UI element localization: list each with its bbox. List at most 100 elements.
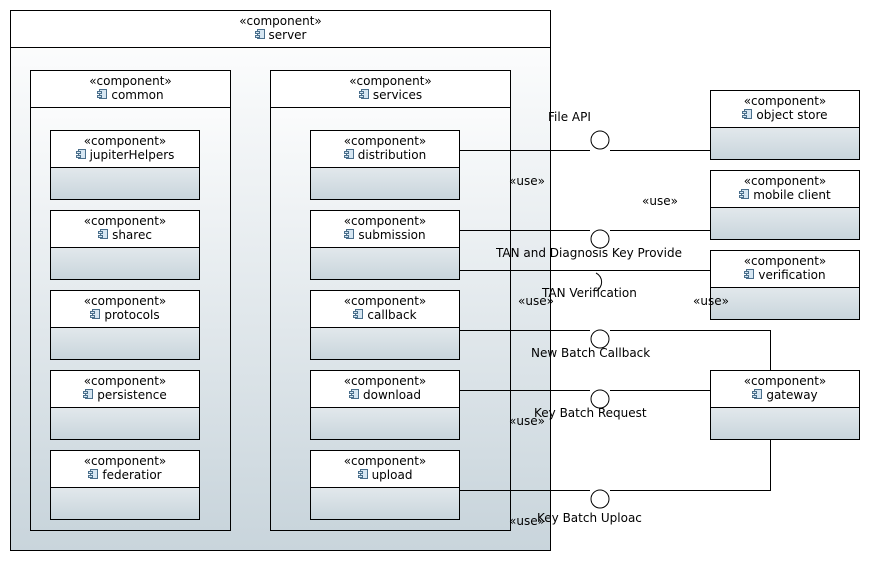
component-name: jupiterHelpers — [89, 148, 175, 162]
component-icon — [75, 149, 87, 160]
component-icon — [83, 389, 94, 400]
lollipop-new-batch-callback — [590, 329, 610, 349]
label-new-batch-callback: New Batch Callback — [531, 346, 651, 360]
component-header: «component» download — [311, 371, 459, 408]
component-name: persistence — [97, 388, 167, 402]
component-header: «component» object store — [711, 91, 859, 128]
component-protocols[interactable]: «component» protocols — [50, 290, 200, 360]
component-object-store[interactable]: «component» object store — [710, 90, 860, 160]
component-stereotype: «component» — [343, 294, 427, 308]
component-name: distribution — [357, 148, 427, 162]
component-header: «component» upload — [311, 451, 459, 488]
component-header: «component» protocols — [51, 291, 199, 328]
component-icon — [90, 309, 101, 320]
component-icon — [357, 469, 369, 480]
use-label: «use» — [509, 414, 545, 428]
component-stereotype: «component» — [343, 454, 427, 468]
component-icon — [343, 149, 355, 160]
component-name: federatior — [102, 468, 162, 482]
use-label: «use» — [642, 194, 678, 208]
component-icon — [98, 229, 109, 240]
component-icon — [752, 389, 763, 400]
component-verification[interactable]: «component» verification — [710, 250, 860, 320]
component-stereotype: «component» — [743, 174, 827, 188]
component-icon — [358, 89, 370, 100]
common-name: common — [111, 88, 164, 102]
lollipop-key-batch-request — [590, 389, 610, 409]
component-stereotype: «component» — [83, 214, 167, 228]
component-stereotype: «component» — [343, 374, 427, 388]
component-header: «component» federatior — [51, 451, 199, 488]
component-name: sharec — [112, 228, 152, 242]
component-name: download — [362, 388, 422, 402]
component-header: «component» mobile client — [711, 171, 859, 208]
lollipop-key-batch-upload — [590, 489, 610, 509]
component-name: callback — [367, 308, 417, 322]
component-distribution[interactable]: «component» distribution — [310, 130, 460, 200]
label-tan-verif: TAN Verification — [542, 286, 637, 300]
component-stereotype: «component» — [343, 214, 427, 228]
lollipop-tan-diag — [590, 229, 610, 249]
label-tan-diag: TAN and Diagnosis Key Provide — [496, 246, 682, 260]
component-icon — [742, 109, 753, 120]
label-key-batch-request: Key Batch Request — [534, 406, 647, 420]
component-stereotype: «component» — [743, 94, 827, 108]
connector-callback-use — [610, 330, 771, 370]
component-name: gateway — [766, 388, 818, 402]
common-header: «component» common — [31, 71, 230, 108]
component-jupiterhelpers[interactable]: «component» jupiterHelpers — [50, 130, 200, 200]
component-gateway[interactable]: «component» gateway — [710, 370, 860, 440]
component-icon — [348, 389, 360, 400]
use-label: «use» — [693, 294, 729, 308]
use-label: «use» — [518, 294, 554, 308]
services-header: «component» services — [271, 71, 510, 108]
component-name: upload — [371, 468, 413, 482]
connector-upload-use — [610, 440, 771, 491]
common-stereotype: «component» — [89, 74, 172, 88]
component-name: object store — [756, 108, 828, 122]
server-name: server — [268, 28, 307, 42]
component-icon — [744, 269, 755, 280]
component-icon — [88, 469, 99, 480]
component-icon — [97, 89, 108, 100]
component-stereotype: «component» — [83, 294, 167, 308]
component-header: «component» persistence — [51, 371, 199, 408]
component-header: «component» submission — [311, 211, 459, 248]
component-header: «component» callback — [311, 291, 459, 328]
component-mobile-client[interactable]: «component» mobile client — [710, 170, 860, 240]
component-stereotype: «component» — [83, 134, 167, 148]
lollipop-file-api — [590, 130, 610, 150]
component-callback[interactable]: «component» callback — [310, 290, 460, 360]
component-icon — [344, 229, 355, 240]
component-submission[interactable]: «component» submission — [310, 210, 460, 280]
component-icon — [353, 309, 364, 320]
socket-tan-verif — [595, 272, 603, 292]
component-download[interactable]: «component» download — [310, 370, 460, 440]
server-header: «component» server — [11, 11, 550, 48]
component-name: submission — [358, 228, 426, 242]
component-header: «component» distribution — [311, 131, 459, 168]
component-header: «component» gateway — [711, 371, 859, 408]
component-stereotype: «component» — [83, 374, 167, 388]
component-header: «component» verification — [711, 251, 859, 288]
component-federation[interactable]: «component» federatior — [50, 450, 200, 520]
use-label: «use» — [509, 514, 545, 528]
services-name: services — [372, 88, 423, 102]
services-stereotype: «component» — [349, 74, 432, 88]
component-upload[interactable]: «component» upload — [310, 450, 460, 520]
component-persistence[interactable]: «component» persistence — [50, 370, 200, 440]
component-icon — [254, 29, 266, 40]
component-header: «component» sharec — [51, 211, 199, 248]
label-key-batch-upload: Key Batch Uploac — [537, 511, 642, 525]
component-stereotype: «component» — [343, 134, 427, 148]
component-header: «component» jupiterHelpers — [51, 131, 199, 168]
server-stereotype: «component» — [239, 14, 322, 28]
component-icon — [739, 189, 750, 200]
label-file-api: File API — [548, 110, 591, 124]
component-stereotype: «component» — [743, 254, 827, 268]
component-stereotype: «component» — [83, 454, 167, 468]
component-shared[interactable]: «component» sharec — [50, 210, 200, 280]
component-name: protocols — [104, 308, 160, 322]
use-label: «use» — [509, 174, 545, 188]
